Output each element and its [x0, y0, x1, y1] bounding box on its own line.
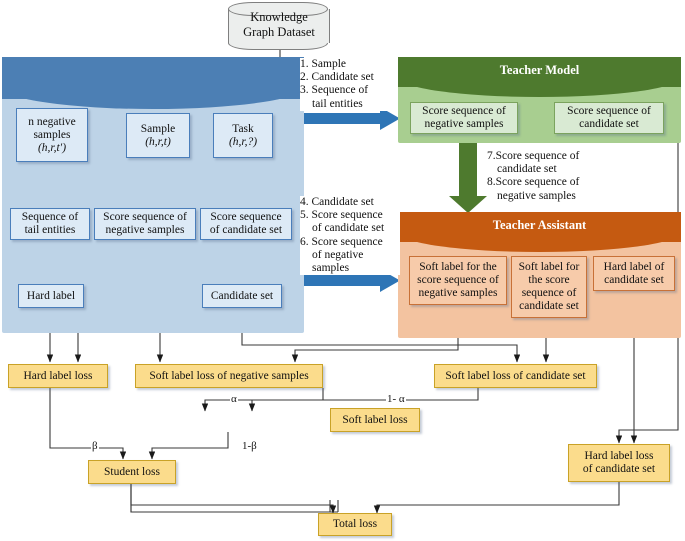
- student-model-panel: [2, 57, 304, 333]
- weight-alpha: α: [230, 393, 238, 405]
- candidate-set-text: Candidate set: [210, 289, 274, 302]
- task-line1: Task: [232, 122, 254, 135]
- ann1-line1: 1. Sample: [300, 58, 346, 70]
- ann3-line3: 8.Score sequence of: [487, 176, 580, 189]
- annotation-student-to-teacher: 1. Sample 2. Candidate set 3. Sequence o…: [300, 58, 396, 111]
- ann1-line4: tail entities: [312, 97, 363, 110]
- ann1-line3: 3. Sequence of: [300, 84, 369, 97]
- soft-cand-line4: candidate set: [519, 300, 579, 312]
- score-seq-cand-line1: Score sequence: [210, 211, 282, 223]
- score-seq-neg-line2: negative samples: [105, 224, 185, 236]
- neg-samples-line2: samples: [33, 128, 71, 141]
- ann2-line3: of candidate set: [312, 222, 385, 235]
- ann3-line1: 7.Score sequence of: [487, 150, 580, 162]
- loss-total-loss: Total loss: [318, 513, 392, 536]
- teacher-node-score-sequence-of-negative-samples: Score sequence of negative samples: [410, 102, 518, 134]
- block-arrow-teacher-to-assistant: [449, 143, 487, 213]
- assistant-node-soft-label-negative-samples: Soft label for the score sequence of neg…: [409, 256, 507, 305]
- dataset-label-line2: Graph Dataset: [243, 24, 315, 39]
- ann2-line6: samples: [312, 262, 350, 275]
- teacher-score-cand-line1: Score sequence of: [567, 105, 651, 117]
- assistant-panel-title: Teacher Assistant: [492, 218, 587, 232]
- node-sequence-of-tail-entities: Sequence of tail entities: [10, 208, 90, 240]
- node-score-sequence-of-candidate-set: Score sequence of candidate set: [200, 208, 292, 240]
- soft-loss-cand-text: Soft label loss of candidate set: [445, 369, 586, 382]
- ann2-line5: of negative: [312, 248, 364, 261]
- node-hard-label: Hard label: [18, 284, 84, 308]
- hard-loss-cand-line1: Hard label loss: [584, 450, 654, 462]
- dataset-label: Knowledge Graph Dataset: [228, 10, 330, 39]
- student-loss-text: Student loss: [104, 465, 160, 478]
- teacher-score-neg-line1: Score sequence of: [422, 105, 506, 117]
- teacher-score-cand-line2: candidate set: [579, 118, 639, 130]
- ann2-line1: 4. Candidate set: [300, 196, 374, 208]
- loss-soft-label-loss-of-negative-samples: Soft label loss of negative samples: [135, 364, 323, 388]
- ann2-line2: 5. Score sequence: [300, 209, 383, 222]
- total-loss-text: Total loss: [332, 518, 378, 530]
- annotation-student-to-assistant: 4. Candidate set 5. Score sequence of ca…: [300, 196, 400, 276]
- soft-cand-line1: Soft label for: [518, 261, 580, 273]
- assistant-panel-header-curve: [398, 232, 681, 252]
- soft-label-loss-text: Soft label loss: [342, 413, 408, 426]
- node-n-negative-samples: n negative samples (h,r,t′): [16, 108, 88, 162]
- task-line2: (h,r,?): [228, 135, 258, 148]
- ann3-line4: negative samples: [497, 189, 576, 202]
- cylinder-top: [228, 2, 328, 16]
- soft-neg-line3: negative samples: [418, 287, 498, 299]
- loss-soft-label-loss-of-candidate-set: Soft label loss of candidate set: [434, 364, 597, 388]
- weight-one-minus-alpha: 1- α: [386, 393, 406, 405]
- sample-line2: (h,r,t): [145, 135, 171, 148]
- neg-samples-line1: n negative: [28, 115, 76, 128]
- loss-hard-label-loss: Hard label loss: [8, 364, 108, 388]
- score-seq-neg-line1: Score sequence of: [103, 211, 187, 223]
- node-score-sequence-of-negative-samples: Score sequence of negative samples: [94, 208, 196, 240]
- teacher-score-neg-line2: negative samples: [424, 118, 504, 130]
- weight-beta: β: [91, 440, 99, 452]
- hard-label-loss-text: Hard label loss: [23, 369, 93, 382]
- assistant-node-soft-label-candidate-set: Soft label for the score sequence of can…: [511, 256, 587, 318]
- ann1-line2: 2. Candidate set: [300, 71, 374, 84]
- hard-cand-line1: Hard label of: [603, 260, 665, 273]
- score-seq-cand-line2: of candidate set: [209, 224, 283, 236]
- assistant-node-hard-label-candidate-set: Hard label of candidate set: [593, 256, 675, 291]
- sample-line1: Sample: [140, 122, 176, 135]
- node-task: Task (h,r,?): [213, 113, 273, 158]
- soft-neg-line2: score sequence of: [417, 274, 499, 286]
- loss-soft-label-loss: Soft label loss: [330, 408, 420, 432]
- teacher-node-score-sequence-of-candidate-set: Score sequence of candidate set: [554, 102, 664, 134]
- loss-student-loss: Student loss: [88, 460, 176, 484]
- ann2-line4: 6. Score sequence: [300, 235, 383, 248]
- soft-neg-line1: Soft label for the: [419, 261, 497, 273]
- loss-hard-label-loss-of-candidate-set: Hard label loss of candidate set: [568, 444, 670, 482]
- seq-tail-line2: tail entities: [24, 224, 76, 236]
- hard-label-text: Hard label: [26, 289, 76, 302]
- teacher-panel-header-curve: [398, 77, 681, 97]
- student-panel-header-curve: [2, 87, 304, 109]
- soft-cand-line3: sequence of: [521, 287, 577, 299]
- hard-loss-cand-line2: of candidate set: [582, 463, 656, 475]
- node-candidate-set: Candidate set: [202, 284, 282, 308]
- ann3-line2: candidate set: [497, 163, 557, 176]
- soft-cand-line2: the score: [528, 274, 570, 286]
- teacher-panel-title: Teacher Model: [499, 63, 580, 77]
- dataset-label-line1: Knowledge: [250, 10, 308, 24]
- seq-tail-line1: Sequence of: [21, 211, 79, 223]
- neg-samples-line3: (h,r,t′): [37, 141, 67, 154]
- hard-cand-line2: candidate set: [604, 273, 664, 286]
- knowledge-graph-dataset: Knowledge Graph Dataset: [228, 2, 332, 50]
- weight-one-minus-beta: 1-β: [241, 440, 258, 452]
- annotation-teacher-to-assistant: 7.Score sequence of candidate set 8.Scor…: [487, 150, 622, 203]
- soft-loss-neg-text: Soft label loss of negative samples: [149, 369, 309, 382]
- node-sample: Sample (h,r,t): [126, 113, 190, 158]
